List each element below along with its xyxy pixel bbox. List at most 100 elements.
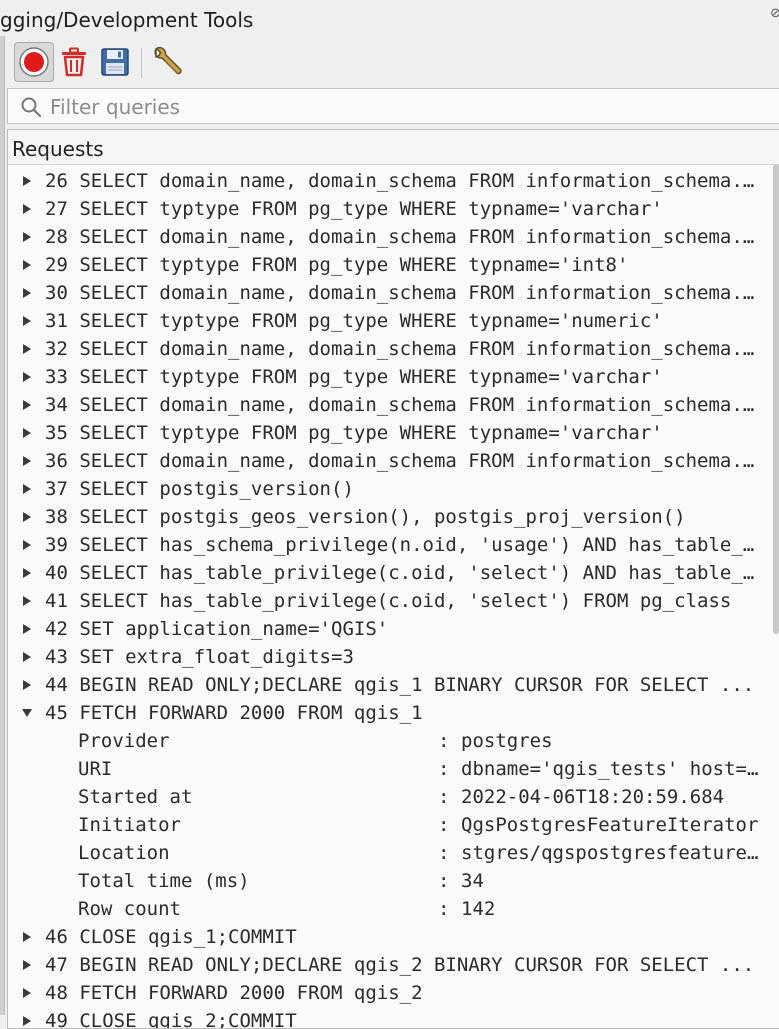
collapsed-arrow-icon[interactable] (19, 419, 35, 447)
request-query: CLOSE qgis_2;COMMIT (79, 1010, 297, 1029)
request-query: SELECT domain_name, domain_schema FROM i… (79, 226, 765, 248)
tree-row[interactable]: 35 SELECT typtype FROM pg_type WHERE typ… (8, 419, 779, 447)
collapsed-arrow-icon[interactable] (19, 279, 35, 307)
collapsed-arrow-icon[interactable] (19, 979, 35, 1007)
search-icon (21, 97, 42, 118)
request-query: SELECT domain_name, domain_schema FROM i… (79, 338, 765, 360)
collapsed-arrow-icon[interactable] (19, 559, 35, 587)
request-id: 26 (45, 170, 68, 192)
detail-key: Provider (78, 730, 170, 752)
detail-value: postgres (461, 730, 553, 752)
request-detail-row[interactable]: Initiator:QgsPostgresFeatureIterator (8, 811, 779, 839)
collapsed-arrow-icon[interactable] (19, 167, 35, 195)
request-id: 36 (45, 450, 68, 472)
tree-row[interactable]: 36 SELECT domain_name, domain_schema FRO… (8, 447, 779, 475)
collapsed-arrow-icon[interactable] (19, 251, 35, 279)
settings-button[interactable] (147, 42, 187, 82)
collapsed-arrow-icon[interactable] (19, 587, 35, 615)
record-button[interactable] (14, 42, 54, 82)
tree-column-header[interactable]: Requests (8, 130, 779, 165)
tree-row[interactable]: 49 CLOSE qgis_2;COMMIT (8, 1007, 779, 1029)
collapsed-arrow-icon[interactable] (19, 335, 35, 363)
tree-row[interactable]: 41 SELECT has_table_privilege(c.oid, 'se… (8, 587, 779, 615)
collapsed-arrow-icon[interactable] (19, 307, 35, 335)
detail-key: Total time (ms) (78, 870, 250, 892)
filter-queries-input[interactable] (48, 93, 752, 121)
tree-row[interactable]: 31 SELECT typtype FROM pg_type WHERE typ… (8, 307, 779, 335)
tree-row[interactable]: 44 BEGIN READ ONLY;DECLARE qgis_1 BINARY… (8, 671, 779, 699)
request-detail-row[interactable]: Row count:142 (8, 895, 779, 923)
collapsed-arrow-icon[interactable] (19, 951, 35, 979)
request-id: 42 (45, 618, 68, 640)
tree-row[interactable]: 32 SELECT domain_name, domain_schema FRO… (8, 335, 779, 363)
request-id: 45 (45, 702, 68, 724)
record-icon (19, 47, 49, 77)
tree-row[interactable]: 38 SELECT postgis_geos_version(), postgi… (8, 503, 779, 531)
collapsed-arrow-icon[interactable] (19, 643, 35, 671)
detail-value: dbname='qgis_tests' host=localhost (461, 758, 766, 780)
request-id: 34 (45, 394, 68, 416)
vertical-scrollbar[interactable] (773, 164, 779, 634)
tree-row[interactable]: 46 CLOSE qgis_1;COMMIT (8, 923, 779, 951)
collapsed-arrow-icon[interactable] (19, 223, 35, 251)
request-detail-row[interactable]: Provider:postgres (8, 727, 779, 755)
collapsed-arrow-icon[interactable] (19, 1007, 35, 1028)
request-detail-row[interactable]: Location:stgres/qgspostgresfeatureiterat… (8, 839, 779, 867)
request-id: 28 (45, 226, 68, 248)
tree-row[interactable]: 27 SELECT typtype FROM pg_type WHERE typ… (8, 195, 779, 223)
tree-row[interactable]: 28 SELECT domain_name, domain_schema FRO… (8, 223, 779, 251)
request-query: SELECT typtype FROM pg_type WHERE typnam… (79, 366, 663, 388)
request-query: SELECT postgis_version() (79, 478, 354, 500)
request-id: 46 (45, 926, 68, 948)
tree-row[interactable]: 37 SELECT postgis_version() (8, 475, 779, 503)
tree-row[interactable]: 40 SELECT has_table_privilege(c.oid, 'se… (8, 559, 779, 587)
tree-row[interactable]: 47 BEGIN READ ONLY;DECLARE qgis_2 BINARY… (8, 951, 779, 979)
detail-value: 2022-04-06T18:20:59.684 (461, 786, 725, 808)
request-query: SET application_name='QGIS' (79, 618, 389, 640)
tree-row[interactable]: 29 SELECT typtype FROM pg_type WHERE typ… (8, 251, 779, 279)
tree-row[interactable]: 30 SELECT domain_name, domain_schema FRO… (8, 279, 779, 307)
tree-row[interactable]: 33 SELECT typtype FROM pg_type WHERE typ… (8, 363, 779, 391)
tree-row[interactable]: 26 SELECT domain_name, domain_schema FRO… (8, 167, 779, 195)
save-button[interactable] (95, 42, 135, 82)
detail-key: URI (78, 758, 113, 780)
request-id: 27 (45, 198, 68, 220)
toolbar (8, 40, 778, 86)
tree-row[interactable]: 45 FETCH FORWARD 2000 FROM qgis_1 (8, 699, 779, 727)
collapsed-arrow-icon[interactable] (19, 923, 35, 951)
collapsed-arrow-icon[interactable] (19, 195, 35, 223)
request-detail-row[interactable]: Total time (ms):34 (8, 867, 779, 895)
column-header-requests: Requests (12, 137, 104, 161)
collapsed-arrow-icon[interactable] (19, 363, 35, 391)
detail-value: 142 (461, 898, 496, 920)
request-detail-row[interactable]: Started at:2022-04-06T18:20:59.684 (8, 783, 779, 811)
collapsed-arrow-icon[interactable] (19, 447, 35, 475)
tree-row[interactable]: 42 SET application_name='QGIS' (8, 615, 779, 643)
clear-button[interactable] (54, 42, 94, 82)
request-id: 32 (45, 338, 68, 360)
tree-row[interactable]: 34 SELECT domain_name, domain_schema FRO… (8, 391, 779, 419)
request-detail-row[interactable]: URI:dbname='qgis_tests' host=localhost (8, 755, 779, 783)
request-id: 43 (45, 646, 68, 668)
collapsed-arrow-icon[interactable] (19, 671, 35, 699)
request-id: 48 (45, 982, 68, 1004)
tree-row[interactable]: 48 FETCH FORWARD 2000 FROM qgis_2 (8, 979, 779, 1007)
expanded-arrow-icon[interactable] (19, 699, 35, 727)
collapsed-arrow-icon[interactable] (19, 531, 35, 559)
collapsed-arrow-icon[interactable] (19, 503, 35, 531)
tree-row[interactable]: 39 SELECT has_schema_privilege(n.oid, 'u… (8, 531, 779, 559)
request-query: SELECT has_table_privilege(c.oid, 'selec… (79, 562, 765, 584)
collapsed-arrow-icon[interactable] (19, 475, 35, 503)
collapsed-arrow-icon[interactable] (19, 615, 35, 643)
save-icon (101, 48, 129, 76)
request-query: SELECT domain_name, domain_schema FROM i… (79, 450, 765, 472)
request-id: 31 (45, 310, 68, 332)
request-query: BEGIN READ ONLY;DECLARE qgis_1 BINARY CU… (79, 674, 755, 696)
close-dock-icon[interactable]: ⊘ (770, 6, 779, 21)
tree-row[interactable]: 43 SET extra_float_digits=3 (8, 643, 779, 671)
detail-key: Initiator (78, 814, 181, 836)
request-query: SELECT domain_name, domain_schema FROM i… (79, 170, 765, 192)
request-query: SELECT typtype FROM pg_type WHERE typnam… (79, 254, 629, 276)
collapsed-arrow-icon[interactable] (19, 391, 35, 419)
request-query: CLOSE qgis_1;COMMIT (79, 926, 297, 948)
